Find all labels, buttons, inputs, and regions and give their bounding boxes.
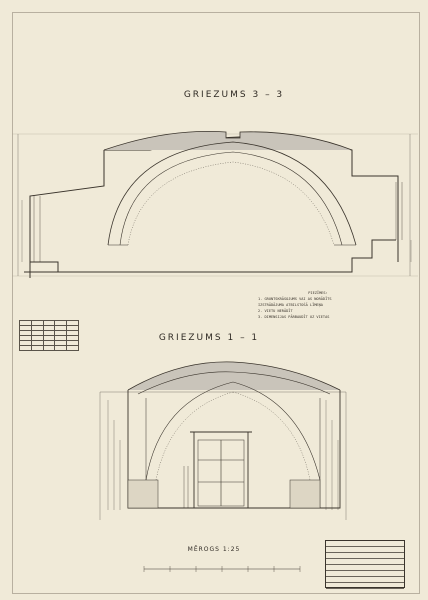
note-line: 2. VIETU NERĀDĪT xyxy=(258,309,293,313)
notes-block: PIEZĪMES: 1. GRUNTSKRĀSOJUMS VAI AS NORĀ… xyxy=(258,290,408,320)
stamp-row xyxy=(326,577,404,583)
note-line: 1. GRUNTSKRĀSOJUMS VAI AS NORĀDĪTS xyxy=(258,297,332,301)
table-row xyxy=(19,345,79,351)
stamp-row xyxy=(326,547,404,553)
section-1-1-title: GRIEZUMS 1 – 1 xyxy=(158,333,260,343)
section-3-3-title: GRIEZUMS 3 – 3 xyxy=(183,90,285,100)
note-line: 3. DIMENSIJAS PĀRBAUDĪT UZ VIETAS xyxy=(258,315,330,319)
notes-heading: PIEZĪMES: xyxy=(308,291,328,295)
stamp-row xyxy=(326,553,404,559)
stamp-row xyxy=(326,565,404,571)
stamp-row xyxy=(326,571,404,577)
stamp-row xyxy=(326,583,404,589)
title-block-stamp xyxy=(325,540,405,589)
stamp-row xyxy=(326,541,404,547)
note-line: IZSTRĀDĀJUMA ATBILSTOŠĀ LĪMEŅA xyxy=(258,303,323,307)
scale-label: MĒROGS 1:25 xyxy=(187,546,241,553)
reference-table xyxy=(19,320,79,351)
sheet-frame xyxy=(12,12,420,594)
stamp-row xyxy=(326,559,404,565)
